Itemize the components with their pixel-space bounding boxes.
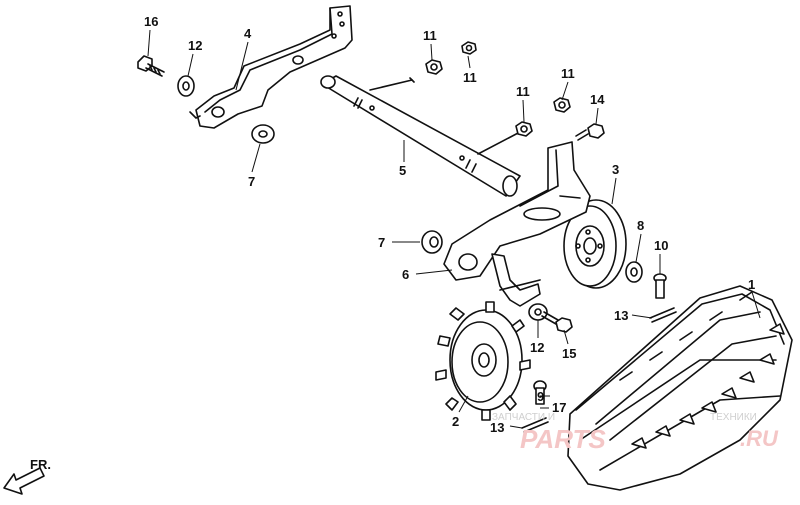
watermark-brand: PARTS	[520, 424, 606, 454]
roller-wheel-3	[563, 199, 627, 289]
washer-12-top	[177, 75, 195, 97]
label-15: 15	[562, 346, 576, 361]
cotter-pin-13-lower	[521, 417, 549, 433]
label-14: 14	[590, 92, 605, 107]
pin-10	[653, 273, 667, 299]
bolt-9	[533, 380, 547, 405]
label-6: 6	[402, 267, 409, 282]
front-direction: FR.	[3, 457, 51, 495]
label-17: 17	[552, 400, 566, 415]
swing-arm-6	[443, 141, 591, 307]
label-7-top: 7	[248, 174, 255, 189]
label-7-lower: 7	[378, 235, 385, 250]
bracket-plate-4	[189, 5, 353, 129]
label-13-lower: 13	[490, 420, 504, 435]
washer-8	[625, 261, 643, 283]
label-1: 1	[748, 277, 755, 292]
watermark-tld: .RU	[740, 426, 779, 451]
label-9: 9	[537, 389, 544, 404]
label-13-upper: 13	[614, 308, 628, 323]
nut-11-d	[553, 97, 571, 113]
nut-11-a	[425, 59, 443, 75]
label-12-lower: 12	[530, 340, 544, 355]
label-8: 8	[637, 218, 644, 233]
label-11-c: 11	[561, 66, 575, 81]
label-3: 3	[612, 162, 619, 177]
label-11-d: 11	[516, 84, 530, 99]
front-arrow-icon	[3, 467, 45, 495]
nut-11-b	[461, 41, 477, 55]
spacer-7-top	[251, 124, 275, 144]
shaft-5	[320, 75, 523, 197]
label-16: 16	[144, 14, 158, 29]
bolt-16	[137, 55, 165, 77]
bolt-14	[575, 123, 605, 141]
leader-lines	[147, 29, 761, 429]
label-4: 4	[244, 26, 252, 41]
part-labels: 16 12 4 7 11 11 11 11 14 5 3 8 10 7 6 1 …	[144, 14, 755, 435]
drive-sprocket-2	[435, 301, 531, 421]
watermark: ЗАПЧАСТИ И ТЕХНИКИ PARTS .RU	[492, 412, 779, 454]
spacer-7-lower	[421, 230, 443, 254]
label-10: 10	[654, 238, 668, 253]
track-1	[567, 285, 793, 491]
nut-11-c	[515, 121, 533, 137]
label-2: 2	[452, 414, 459, 429]
label-11-a: 11	[423, 28, 437, 43]
watermark-line2: ТЕХНИКИ	[710, 412, 757, 423]
watermark-line1: ЗАПЧАСТИ И	[492, 412, 555, 423]
label-11-b: 11	[463, 70, 477, 85]
front-label: FR.	[30, 457, 51, 472]
label-5: 5	[399, 163, 406, 178]
bolt-15	[541, 311, 573, 333]
label-12-top: 12	[188, 38, 202, 53]
cotter-pin-13-upper	[649, 307, 677, 323]
